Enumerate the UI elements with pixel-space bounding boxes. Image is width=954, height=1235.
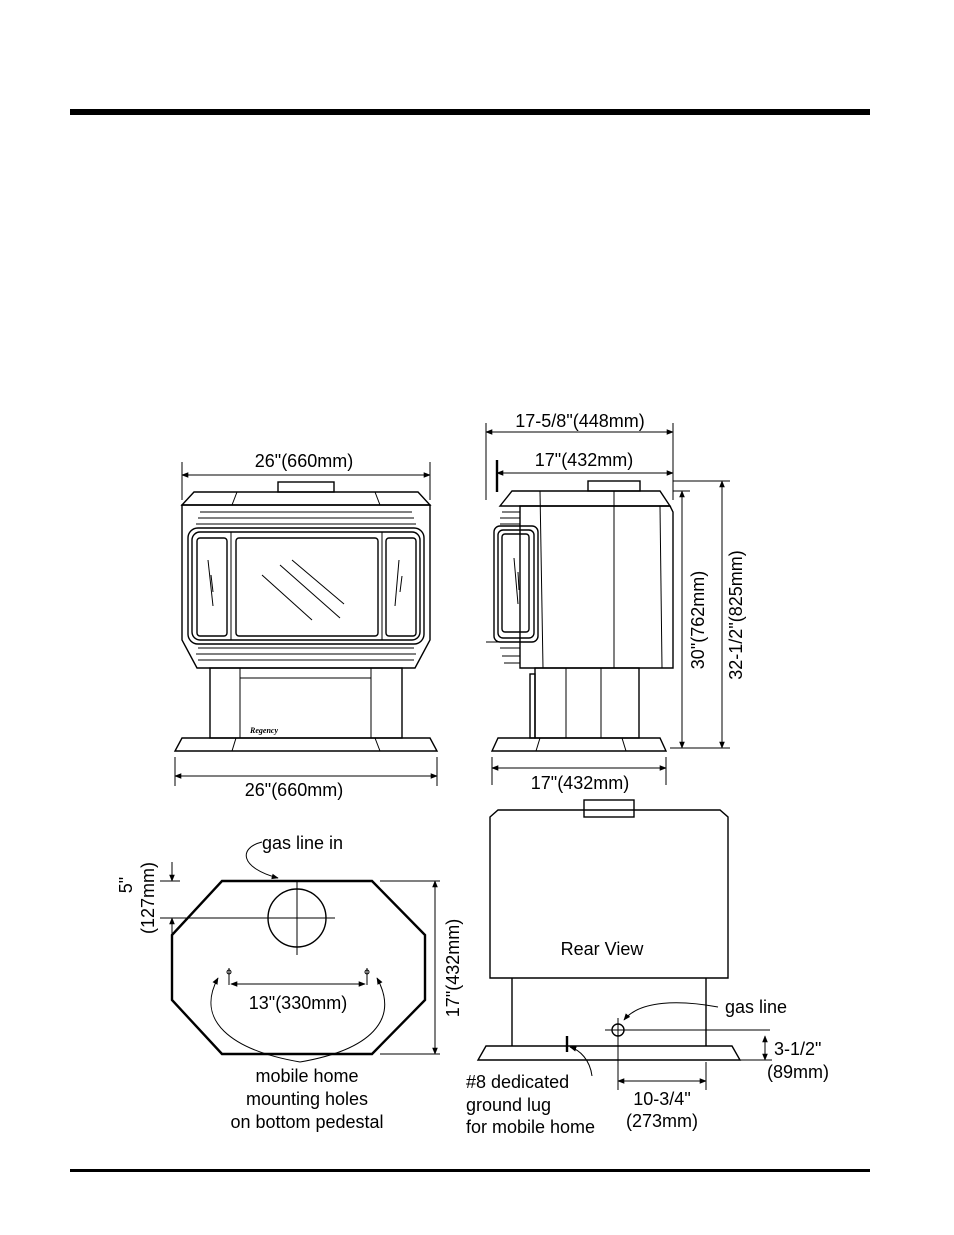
side-view: 17-5/8"(448mm) 17"(432mm) [486, 411, 746, 793]
side-body-depth-label: 17"(432mm) [535, 450, 633, 470]
side-height-30-label: 30"(762mm) [688, 571, 708, 669]
base-depth-17-label: 17"(432mm) [443, 919, 463, 1017]
mobile-home-label-1: mobile home [255, 1066, 358, 1086]
base-hole-spacing-label: 13"(330mm) [249, 993, 347, 1013]
rear-offset-label-1: 10-3/4" [633, 1089, 690, 1109]
front-top-width-label: 26"(660mm) [255, 451, 353, 471]
ground-lug-label-2: ground lug [466, 1095, 551, 1115]
base-offset-5-mm-label: (127mm) [138, 862, 158, 934]
rear-gas-line-label: gas line [725, 997, 787, 1017]
front-view: 26"(660mm) Rege [175, 451, 437, 800]
base-offset-5-label: 5" [116, 877, 136, 893]
rear-view: Rear View gas line 3-1/2" (89mm) #8 dedi… [466, 800, 829, 1137]
mobile-home-label-2: mounting holes [246, 1089, 368, 1109]
side-base-depth-label: 17"(432mm) [531, 773, 629, 793]
rear-height-label-2: (89mm) [767, 1062, 829, 1082]
rear-view-label: Rear View [561, 939, 645, 959]
ground-lug-label-1: #8 dedicated [466, 1072, 569, 1092]
gas-line-in-label: gas line in [262, 833, 343, 853]
rear-offset-label-2: (273mm) [626, 1111, 698, 1131]
front-bottom-width-label: 26"(660mm) [245, 780, 343, 800]
ground-lug-label-3: for mobile home [466, 1117, 595, 1137]
side-height-32-label: 32-1/2"(825mm) [726, 550, 746, 679]
base-view: gas line in 5" (127mm) 17"(432mm) 13"(33… [116, 833, 463, 1132]
rear-height-label-1: 3-1/2" [774, 1039, 821, 1059]
side-overall-depth-label: 17-5/8"(448mm) [515, 411, 644, 431]
brand-logo: Regency [249, 726, 278, 735]
mobile-home-label-3: on bottom pedestal [230, 1112, 383, 1132]
